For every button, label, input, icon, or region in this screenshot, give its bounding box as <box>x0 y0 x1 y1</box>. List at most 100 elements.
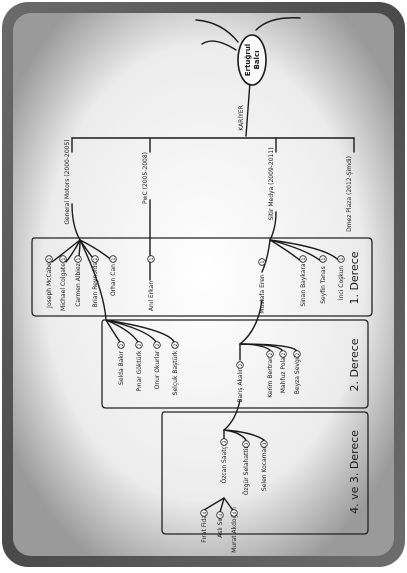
degree-badge-label: 2 <box>238 363 244 366</box>
degree-badge <box>299 255 307 263</box>
degree-badge <box>216 511 224 519</box>
person-node: Murat Akdoğan 4 <box>230 507 238 553</box>
degree-badge-label: 2 <box>119 343 125 346</box>
person-name: Onur Okurlar <box>154 350 161 389</box>
person-name: Barış Akalın <box>237 367 244 402</box>
degree-badge-label: 1 <box>61 257 67 260</box>
branch-label-dmez: Dmez Plaza (2012-Şimdi) <box>346 156 353 232</box>
branch-label-pwc: PwC (2005-2008) <box>142 152 149 204</box>
person-node: Orhan Can 1 <box>109 255 117 296</box>
person-node: Mahfuz Polat 2 <box>279 350 287 393</box>
degree-badge <box>147 255 155 263</box>
person-name: Özgür Selahattin <box>243 445 250 496</box>
person-name: Seyfin Tanas <box>320 266 327 304</box>
degree-badge-label: 2 <box>173 343 179 346</box>
person-node: Onur Okurlar 2 <box>153 341 161 389</box>
degree-badge-label: 3 <box>262 442 268 445</box>
person-name: Brian Reynolds <box>92 263 99 308</box>
person-name: Carmen Albiez <box>75 263 82 307</box>
degree-badge-label: 2 <box>268 352 274 355</box>
person-node: Aslı Sım 4 <box>216 511 224 538</box>
person-name: Murat Akdoğan <box>231 507 238 553</box>
degree-badge <box>230 509 238 517</box>
degree-badge-label: 1 <box>321 257 327 260</box>
degree-badge <box>91 255 99 263</box>
person-node: Özcan Saatçı 3 <box>220 438 228 484</box>
person-node: Michael Colgate 1 <box>59 255 67 311</box>
person-name: İnci Coşkun <box>338 266 345 301</box>
person-name: Selen Kocaman <box>261 445 268 491</box>
degree-badge <box>220 438 228 446</box>
degree-badge <box>45 255 53 263</box>
person-name: Sinan Baykara <box>300 263 307 307</box>
degree-badge-label: 4 <box>218 513 224 516</box>
degree-badge <box>135 341 143 349</box>
card-inner <box>13 13 394 556</box>
connectors <box>51 17 355 513</box>
person-name: Selçuk Baştürk <box>172 350 179 395</box>
person-name: Pınar Göktürk <box>136 350 143 392</box>
person-node: Selçuk Baştürk 2 <box>171 341 179 395</box>
degree-badge <box>319 255 327 263</box>
level3-title: 4. ve 3. Derece <box>348 430 361 514</box>
degree-badge <box>258 258 266 266</box>
person-node: Barış Akalın 2 <box>236 361 244 403</box>
person-node: İnci Coşkun 1 <box>337 255 345 301</box>
degree-badge-label: 3 <box>244 442 250 445</box>
degree-badge <box>59 255 67 263</box>
degree-badge <box>337 255 345 263</box>
degree-badge <box>242 440 250 448</box>
person-node: Anıl Erkan 1 <box>147 255 155 311</box>
person-name: Joseph McCabe <box>46 262 53 309</box>
degree-badge <box>260 440 268 448</box>
level2-people: Selda Bakır 2 Pınar Göktürk 2 Onur Okurl… <box>117 341 301 403</box>
person-name: Fırat Fidan <box>201 511 208 543</box>
root-label-line2: Balcı <box>253 50 261 69</box>
branch-label-gm: General Motors (2000-2005) <box>64 139 71 224</box>
person-name: Anıl Erkan <box>148 281 155 311</box>
person-node: Selen Kocaman 3 <box>260 440 268 491</box>
degree-badge <box>109 255 117 263</box>
person-node: Pınar Göktürk 2 <box>135 341 143 392</box>
person-name: Aslı Sım <box>217 514 224 538</box>
person-node: Carmen Albiez 1 <box>74 255 82 307</box>
degree-badge-label: 1 <box>149 257 155 260</box>
level1-title: 1. Derece <box>348 251 361 304</box>
degree-badge-label: 2 <box>155 343 161 346</box>
degree-badge-label: 1 <box>260 260 266 263</box>
person-name: Beyza Sevgül <box>294 353 301 394</box>
degree-badge-label: 2 <box>281 352 287 355</box>
trunk-label: KARİYER <box>238 105 245 131</box>
person-node: Sinan Baykara 1 <box>299 255 307 307</box>
degree-badge <box>293 350 301 358</box>
person-node: Seyfin Tanas 1 <box>319 255 327 304</box>
person-name: Michael Colgate <box>60 263 67 311</box>
degree-badge <box>266 350 274 358</box>
degree-badge-label: 1 <box>47 257 53 260</box>
level3-box <box>161 411 369 535</box>
degree-badge <box>200 509 208 517</box>
person-node: Fırat Fidan 4 <box>200 509 208 543</box>
person-name: Kerim Bertrand <box>267 352 274 398</box>
degree-badge-label: 2 <box>137 343 143 346</box>
person-node: Beyza Sevgül 2 <box>293 350 301 394</box>
root-node <box>237 34 267 86</box>
person-node: Mustafa Eren 1 <box>258 258 266 314</box>
level2-box <box>101 319 369 409</box>
degree-badge-label: 1 <box>111 257 117 260</box>
person-node: Brian Reynolds 1 <box>91 255 99 308</box>
degree-badge-label: 1 <box>76 257 82 260</box>
degree-badge-label: 4 <box>202 511 208 514</box>
person-name: Mahfuz Polat <box>280 354 287 393</box>
level2-title: 2. Derece <box>348 338 361 391</box>
level4-people: Fırat Fidan 4 Aslı Sım 4 Murat Akdoğan 4 <box>200 507 238 553</box>
degree-badge-label: 4 <box>232 511 238 514</box>
person-node: Selda Bakır 2 <box>117 341 125 385</box>
degree-badge <box>171 341 179 349</box>
level3-people: Özcan Saatçı 3 Özgür Selahattin 3 Selen … <box>220 438 268 496</box>
person-name: Özcan Saatçı <box>221 444 228 483</box>
degree-badge-label: 1 <box>93 257 99 260</box>
person-name: Selda Bakır <box>118 350 125 384</box>
root-label-line1: Ertuğrul <box>244 44 252 76</box>
